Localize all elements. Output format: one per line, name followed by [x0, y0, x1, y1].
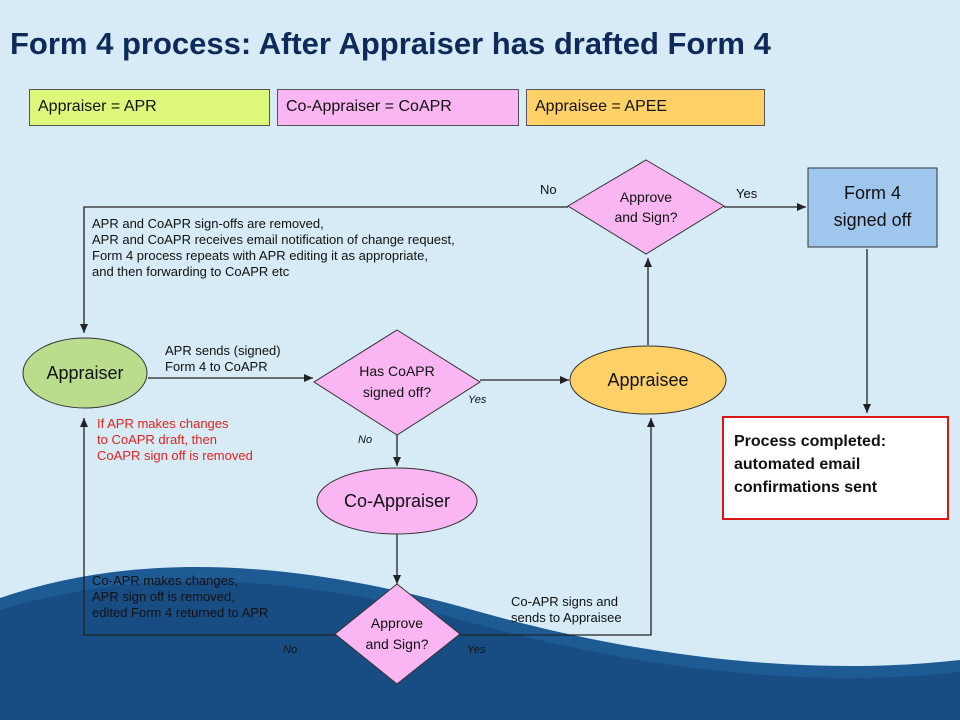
label-coapr-signs: Co-APR signs and sends to Appraisee	[511, 594, 622, 626]
form4-line1: Form 4	[843, 183, 901, 203]
co-appraiser-node	[316, 467, 478, 535]
label-apr-changes: If APR makes changes to CoAPR draft, the…	[97, 416, 253, 464]
has-coapr-decision	[313, 329, 481, 436]
label-apr-sends: APR sends (signed) Form 4 to CoAPR	[165, 343, 281, 375]
appraiser-label: Appraiser	[46, 362, 124, 383]
wave-highlight	[0, 581, 960, 720]
label-coapr-changes: Co-APR makes changes, APR sign off is re…	[92, 573, 268, 621]
approve-bottom-line2: and Sign?	[365, 636, 429, 652]
form4-signed-box	[807, 167, 938, 248]
approve-top-label: Approve and Sign?	[580, 186, 712, 228]
final-line1: Process completed:	[734, 433, 887, 450]
form4-label: Form 4 signed off	[808, 174, 937, 240]
label-no-bottom: No	[283, 644, 298, 656]
apr-changes-line3: CoAPR sign off is removed	[97, 448, 253, 463]
approve-bottom-decision	[334, 583, 461, 685]
label-no-mid: No	[358, 434, 373, 446]
apr-changes-line1: If APR makes changes	[97, 416, 229, 431]
approve-top-line2: and Sign?	[614, 209, 678, 225]
label-yes-bottom: Yes	[467, 644, 486, 656]
appraiser-node	[22, 337, 148, 409]
legend-coappraiser: Co-Appraiser = CoAPR	[277, 89, 519, 126]
apr-sends-line2: Form 4 to CoAPR	[165, 359, 268, 374]
edge-bottom-no-return	[80, 418, 335, 636]
apr-changes-line2: to CoAPR draft, then	[97, 432, 217, 447]
removed-line4: and then forwarding to CoAPR etc	[92, 264, 290, 279]
has-coapr-label: Has CoAPR signed off?	[320, 358, 474, 406]
apr-sends-line1: APR sends (signed)	[165, 343, 281, 358]
final-line2: automated email	[734, 456, 861, 473]
legend-appraisee: Appraisee = APEE	[526, 89, 765, 126]
label-yes-top: Yes	[736, 186, 758, 201]
page-title: Form 4 process: After Appraiser has draf…	[10, 26, 771, 61]
coapr-changes-line2: APR sign off is removed,	[92, 589, 235, 604]
label-yes-mid: Yes	[468, 394, 487, 406]
legend-appraiser: Appraiser = APR	[29, 89, 270, 126]
coapr-changes-line1: Co-APR makes changes,	[92, 573, 238, 588]
co-appraiser-label: Co-Appraiser	[343, 490, 451, 511]
edge-bottom-yes	[460, 418, 655, 636]
edge-approve-no-return	[80, 206, 568, 333]
approve-bottom-label: Approve and Sign?	[340, 613, 454, 655]
coapr-signs-line2: sends to Appraisee	[511, 610, 622, 625]
approve-top-decision	[567, 159, 725, 255]
appraisee-node	[569, 345, 727, 415]
has-coapr-line2: signed off?	[362, 384, 432, 400]
process-completed-box: Process completed: automated email confi…	[722, 416, 949, 520]
appraisee-label: Appraisee	[607, 369, 689, 390]
label-no-top: No	[540, 182, 557, 197]
approve-top-line1: Approve	[619, 189, 673, 205]
final-line3: confirmations sent	[734, 479, 878, 496]
approve-bottom-line1: Approve	[370, 615, 424, 631]
coapr-changes-line3: edited Form 4 returned to APR	[92, 605, 269, 620]
form4-line2: signed off	[833, 210, 912, 230]
label-removed-notes: APR and CoAPR sign-offs are removed, APR…	[92, 216, 455, 280]
has-coapr-line1: Has CoAPR	[359, 363, 435, 379]
removed-line2: APR and CoAPR receives email notificatio…	[92, 232, 455, 247]
removed-line3: Form 4 process repeats with APR editing …	[92, 248, 428, 263]
removed-line1: APR and CoAPR sign-offs are removed,	[92, 216, 324, 231]
coapr-signs-line1: Co-APR signs and	[511, 594, 618, 609]
